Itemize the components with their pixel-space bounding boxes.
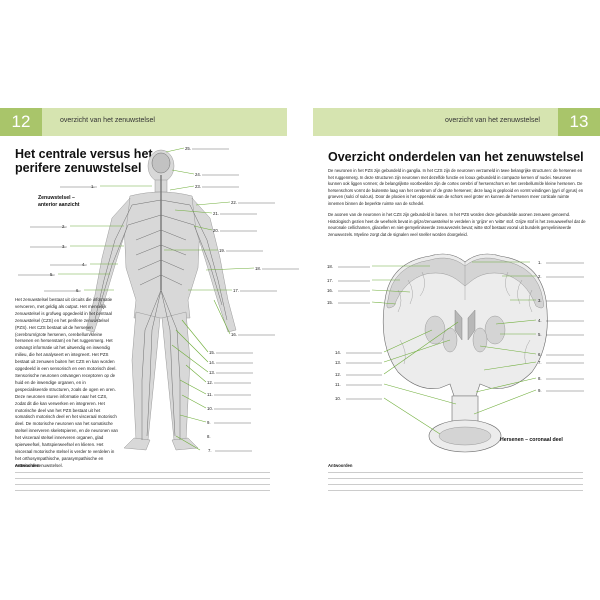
sulci-lines	[397, 262, 533, 365]
left-page: 12 overzicht van het zenuwstelsel Het ce…	[0, 108, 299, 498]
brain-label-1: 1.	[538, 260, 542, 265]
nerve-lines	[94, 152, 228, 440]
brain-label-2: 2.	[538, 274, 542, 279]
caption-line: Zenuwstelsel –	[38, 195, 75, 201]
label-left-1: 1.	[91, 184, 95, 189]
label-right-10: 10.	[207, 406, 213, 411]
paragraph: De neuronen in het PZS zijn gebundeld in…	[328, 168, 584, 206]
nervous-system-figure: 1. 2. 3. 4. 5. 6. 7. 25. 24. 23. 22. 21.…	[18, 146, 299, 453]
brain-label-11: 11.	[335, 382, 341, 387]
ventricles	[454, 309, 476, 341]
label-right-15: 15.	[209, 350, 215, 355]
label-right-19: 19.	[219, 248, 225, 253]
brain-label-8: 8.	[538, 376, 542, 381]
footnote-label: Antwoorden	[15, 463, 40, 468]
page-heading: Overzicht onderdelen van het zenuwstelse…	[328, 150, 584, 164]
brain-label-5: 5.	[538, 332, 542, 337]
label-right-20: 20.	[213, 228, 219, 233]
body-paragraph: Het zenuwstelsel bestaat uit circuits di…	[15, 297, 119, 468]
figure-caption: Hersenen – coronaal deel	[500, 437, 563, 443]
brain-label-17: 17.	[327, 278, 333, 283]
label-right-24: 24.	[195, 172, 201, 177]
label-right-18: 18.	[255, 266, 261, 271]
label-right-22: 22.	[231, 200, 237, 205]
label-left-4: 4.	[82, 262, 86, 267]
brain-label-4: 4.	[538, 318, 542, 323]
label-right-7: 7.	[208, 448, 212, 453]
brain-label-15: 15.	[327, 300, 333, 305]
chapter-band	[0, 108, 287, 136]
brain-label-14: 14.	[335, 350, 341, 355]
label-right-13: 13.	[209, 370, 215, 375]
leader-lines	[58, 147, 255, 451]
answer-lines	[328, 472, 583, 498]
label-left-3: 3.	[62, 244, 66, 249]
label-right-25: 25.	[185, 146, 191, 151]
label-right-12: 12.	[207, 380, 213, 385]
brain-label-18: 18.	[327, 264, 333, 269]
label-right-9: 9.	[207, 420, 211, 425]
label-right-17: 17.	[233, 288, 239, 293]
heading-line: perifere zenuwstelsel	[15, 161, 142, 175]
label-right-21: 21.	[213, 211, 219, 216]
label-right-11: 11.	[207, 392, 213, 397]
brain-label-13: 13.	[335, 360, 341, 365]
label-left-6: 6.	[76, 288, 80, 293]
label-right-23: 23.	[195, 184, 201, 189]
band-title: overzicht van het zenuwstelsel	[60, 117, 155, 124]
label-blanks	[338, 262, 584, 400]
grey-matter	[386, 257, 544, 446]
brain-coronal-figure: 18. 17. 16. 15. 1. 2. 3. 4. 5. 6. 7. 8. …	[327, 253, 584, 453]
brain-label-9: 9.	[538, 388, 542, 393]
brain-label-7: 7.	[538, 360, 542, 365]
brain-label-10: 10.	[335, 396, 341, 401]
label-right-14: 14.	[209, 360, 215, 365]
caption-line: anterior aanzicht	[38, 202, 80, 208]
label-left-2: 2.	[62, 224, 66, 229]
heading-line: Het centrale versus het	[15, 147, 153, 161]
page-number: 13	[558, 108, 600, 136]
figure-caption: Zenuwstelsel – anterior aanzicht	[38, 195, 80, 209]
label-right-8: 8.	[207, 434, 211, 439]
brain-label-12: 12.	[335, 372, 341, 377]
band-title: overzicht van het zenuwstelsel	[445, 117, 540, 124]
brain-label-3: 3.	[538, 298, 542, 303]
footnote-label: Antwoorden	[328, 463, 353, 468]
page-number: 12	[0, 108, 42, 136]
chapter-band	[313, 108, 600, 136]
brain-label-16: 16.	[327, 288, 333, 293]
label-left-5: 5.	[50, 272, 54, 277]
answer-lines	[15, 472, 270, 498]
paragraph: De axonen van de neuronen in het CZS zij…	[328, 212, 586, 237]
page-heading: Het centrale versus het perifere zenuwst…	[15, 147, 153, 175]
leader-lines	[371, 261, 537, 435]
right-page: 13 overzicht van het zenuwstelsel Overzi…	[300, 0, 600, 600]
label-blanks	[18, 148, 299, 452]
brain-label-6: 6.	[538, 352, 542, 357]
label-right-16: 16.	[231, 332, 237, 337]
